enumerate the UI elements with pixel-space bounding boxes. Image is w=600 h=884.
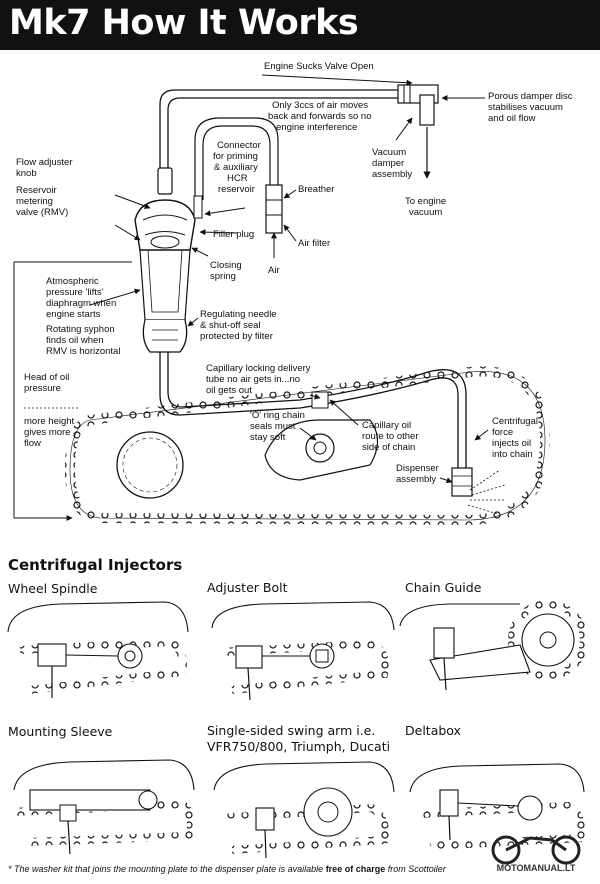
arrow-engine-sucks xyxy=(261,74,413,86)
label-head-of-oil-2: pressure xyxy=(24,383,61,394)
label-flow-adjuster-2: knob xyxy=(16,168,37,179)
label-closing-spring-2: spring xyxy=(210,271,236,282)
label-reservoir-1: Reservoir xyxy=(16,185,57,196)
connector-tube xyxy=(194,117,279,200)
label-atmospheric-2: pressure 'lifts' xyxy=(46,287,104,298)
panel-title-single-sided-1: Single-sided swing arm i.e. xyxy=(207,723,375,738)
panel-title-mounting-sleeve: Mounting Sleeve xyxy=(8,724,113,739)
label-dispenser-2: assembly xyxy=(396,474,436,485)
label-air-moves-1: Only 3ccs of air moves xyxy=(272,100,368,111)
label-air-moves-2: back and forwards so no xyxy=(268,111,372,122)
label-capillary-route-3: side of chain xyxy=(362,442,415,453)
label-capillary-route-1: Capillary oil xyxy=(362,420,411,431)
label-porous-damper-2: stabilises vacuum xyxy=(488,102,563,113)
label-connector-5: reservoir xyxy=(218,184,255,195)
title-bar: Mk7 How It Works xyxy=(0,0,600,50)
watermark-text: MOTOMANUAL.LT xyxy=(497,863,576,873)
label-rotating-1: Rotating syphon xyxy=(46,324,115,335)
label-capillary-tube-3: oil gets out xyxy=(206,385,252,396)
footer-bold: free of charge xyxy=(325,864,386,874)
label-rotating-2: finds oil when xyxy=(46,335,104,346)
vacuum-tube xyxy=(159,89,398,170)
footer-note: * The washer kit that joins the mounting… xyxy=(8,864,446,874)
label-atmospheric-3: diaphragm when xyxy=(46,298,116,309)
label-more-height-3: flow xyxy=(24,438,41,449)
dispenser-assembly xyxy=(451,467,506,515)
label-more-height-2: gives more xyxy=(24,427,70,438)
breather-air-filter xyxy=(265,184,283,258)
label-atmospheric-4: engine starts xyxy=(46,309,101,320)
section-title: Centrifugal Injectors xyxy=(8,556,182,574)
label-closing-spring-1: Closing xyxy=(210,260,242,271)
label-porous-damper-1: Porous damper disc xyxy=(488,91,573,102)
label-vacuum-damper-1: Vacuum xyxy=(372,147,406,158)
panel-title-single-sided-2: VFR750/800, Triumph, Ducati xyxy=(207,739,390,754)
label-capillary-route-2: route to other xyxy=(362,431,419,442)
label-connector-1: Connector xyxy=(217,140,261,151)
panel-single-sided xyxy=(213,761,395,859)
label-atmospheric-1: Atmospheric xyxy=(46,276,99,287)
label-vacuum-damper-3: assembly xyxy=(372,169,412,180)
footer-text-before: * The washer kit that joins the mounting… xyxy=(8,864,326,874)
label-air-moves-3: engine interference xyxy=(276,122,357,133)
label-capillary-tube-1: Capillary locking delivery xyxy=(206,363,311,374)
label-capillary-tube-2: tube no air gets in...no xyxy=(206,374,300,385)
page-title: Mk7 How It Works xyxy=(9,3,359,43)
panel-wheel-spindle xyxy=(7,601,189,698)
panel-title-chain-guide: Chain Guide xyxy=(405,580,482,595)
label-breather: Breather xyxy=(298,184,334,195)
label-regulating-1: Regulating needle xyxy=(200,309,277,320)
vacuum-damper-assembly xyxy=(397,84,439,126)
label-engine-sucks: Engine Sucks Valve Open xyxy=(264,61,374,72)
label-regulating-2: & shut-off seal xyxy=(200,320,261,331)
panel-chain-guide xyxy=(399,600,588,691)
reservoir-metering-valve xyxy=(134,167,203,353)
rear-hub xyxy=(264,391,379,481)
panel-mounting-sleeve xyxy=(13,759,195,855)
panel-title-adjuster-bolt: Adjuster Bolt xyxy=(207,580,288,595)
label-reservoir-2: metering xyxy=(16,196,53,207)
chain xyxy=(64,366,551,526)
label-air-filter: Air filter xyxy=(298,238,330,249)
label-oring-1: 'O' ring chain xyxy=(250,410,305,421)
label-oring-2: seals must xyxy=(250,421,296,432)
label-centrifugal-force-1: Centrifugal xyxy=(492,416,538,427)
panel-title-wheel-spindle: Wheel Spindle xyxy=(8,581,98,596)
label-air: Air xyxy=(268,265,280,276)
label-to-engine-1: To engine xyxy=(405,196,446,207)
arrow-vacuum-damper xyxy=(395,117,413,141)
watermark-logo: MOTOMANUAL.LT xyxy=(491,835,581,873)
label-regulating-3: protected by filter xyxy=(200,331,273,342)
label-vacuum-damper-2: damper xyxy=(372,158,404,169)
label-centrifugal-force-2: force xyxy=(492,427,513,438)
label-more-height-1: more height xyxy=(24,416,75,427)
panel-adjuster-bolt xyxy=(211,601,395,701)
label-filler-plug: Filler plug xyxy=(213,229,254,240)
diagram-labels: Engine Sucks Valve Open Porous damper di… xyxy=(16,61,573,485)
label-centrifugal-force-3: injects oil xyxy=(492,438,531,449)
label-reservoir-3: valve (RMV) xyxy=(16,207,68,218)
label-connector-3: & auxiliary xyxy=(214,162,258,173)
label-to-engine-2: vacuum xyxy=(409,207,442,218)
footer-text-after: from Scottoiler xyxy=(385,864,446,874)
panel-deltabox xyxy=(409,763,585,850)
label-head-of-oil-1: Head of oil xyxy=(24,372,69,383)
label-rotating-3: RMV is horizontal xyxy=(46,346,120,357)
label-oring-3: stay soft xyxy=(250,432,286,443)
label-connector-2: for priming xyxy=(213,151,258,162)
label-flow-adjuster-1: Flow adjuster xyxy=(16,157,73,168)
panel-title-deltabox: Deltabox xyxy=(405,723,461,738)
label-connector-4: HCR xyxy=(227,173,248,184)
label-centrifugal-force-4: into chain xyxy=(492,449,533,460)
label-porous-damper-3: and oil flow xyxy=(488,113,536,124)
front-sprocket xyxy=(116,431,184,499)
label-dispenser-1: Dispenser xyxy=(396,463,439,474)
